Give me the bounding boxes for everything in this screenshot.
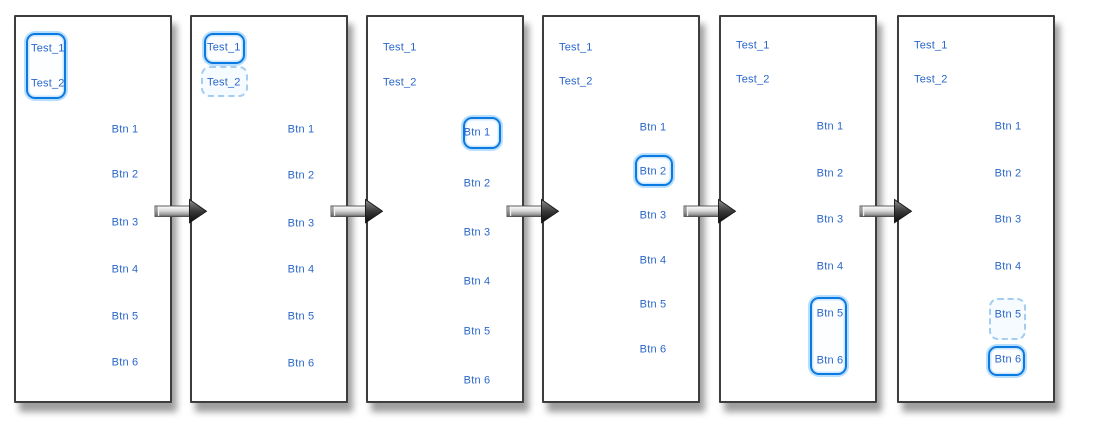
button-btn-1[interactable]: Btn 1 [816, 120, 844, 133]
text-test-1: Test_1 [736, 39, 770, 52]
button-btn-5[interactable]: Btn 5 [287, 310, 315, 323]
button-btn-3[interactable]: Btn 3 [463, 226, 491, 239]
right-arrow-icon [154, 198, 208, 224]
button-btn-4[interactable]: Btn 4 [287, 263, 315, 276]
right-arrow-icon [506, 198, 560, 224]
text-test-1: Test_1 [207, 41, 241, 54]
text-test-2: Test_2 [207, 76, 241, 89]
button-btn-1[interactable]: Btn 1 [639, 121, 667, 134]
right-arrow-icon [330, 198, 384, 224]
button-btn-6[interactable]: Btn 6 [639, 343, 667, 356]
button-btn-2[interactable]: Btn 2 [111, 168, 139, 181]
text-test-1: Test_1 [914, 39, 948, 52]
button-btn-5[interactable]: Btn 5 [816, 307, 844, 320]
text-test-2: Test_2 [736, 73, 770, 86]
button-btn-3[interactable]: Btn 3 [816, 213, 844, 226]
button-btn-2[interactable]: Btn 2 [639, 165, 667, 178]
text-test-1: Test_1 [559, 41, 593, 54]
text-test-2: Test_2 [383, 76, 417, 89]
button-btn-3[interactable]: Btn 3 [639, 209, 667, 222]
button-btn-6[interactable]: Btn 6 [463, 374, 491, 387]
button-btn-3[interactable]: Btn 3 [111, 216, 139, 229]
button-btn-2[interactable]: Btn 2 [816, 167, 844, 180]
text-test-1: Test_1 [383, 41, 417, 54]
button-btn-2[interactable]: Btn 2 [287, 169, 315, 182]
button-btn-6[interactable]: Btn 6 [994, 353, 1022, 366]
button-btn-2[interactable]: Btn 2 [463, 177, 491, 190]
button-btn-4[interactable]: Btn 4 [111, 263, 139, 276]
button-btn-1[interactable]: Btn 1 [994, 120, 1022, 133]
button-btn-3[interactable]: Btn 3 [994, 213, 1022, 226]
button-btn-5[interactable]: Btn 5 [994, 308, 1022, 321]
text-test-1: Test_1 [31, 42, 65, 55]
button-btn-2[interactable]: Btn 2 [994, 167, 1022, 180]
button-btn-5[interactable]: Btn 5 [639, 298, 667, 311]
button-btn-1[interactable]: Btn 1 [111, 123, 139, 136]
button-btn-5[interactable]: Btn 5 [463, 325, 491, 338]
button-btn-4[interactable]: Btn 4 [816, 260, 844, 273]
button-btn-6[interactable]: Btn 6 [111, 356, 139, 369]
right-arrow-icon [859, 198, 913, 224]
button-btn-6[interactable]: Btn 6 [816, 354, 844, 367]
text-test-2: Test_2 [31, 77, 65, 90]
button-btn-4[interactable]: Btn 4 [463, 275, 491, 288]
button-btn-3[interactable]: Btn 3 [287, 217, 315, 230]
button-btn-4[interactable]: Btn 4 [994, 260, 1022, 273]
button-btn-1[interactable]: Btn 1 [463, 126, 491, 139]
button-btn-5[interactable]: Btn 5 [111, 310, 139, 323]
right-arrow-icon [683, 198, 737, 224]
button-btn-6[interactable]: Btn 6 [287, 357, 315, 370]
text-test-2: Test_2 [914, 73, 948, 86]
button-btn-4[interactable]: Btn 4 [639, 254, 667, 267]
text-test-2: Test_2 [559, 75, 593, 88]
button-btn-1[interactable]: Btn 1 [287, 123, 315, 136]
